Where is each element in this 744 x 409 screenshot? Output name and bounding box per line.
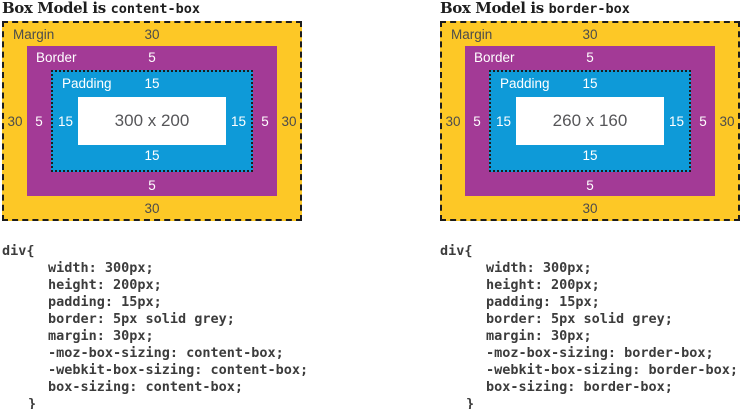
padding-ring: Padding 15 15 15 15 260 x 160 [489, 70, 691, 172]
padding-left-value: 15 [495, 113, 512, 129]
margin-top-value: 30 [144, 27, 160, 42]
padding-top-value: 15 [582, 76, 598, 91]
margin-top-value: 30 [582, 27, 598, 42]
content-size-label: 260 x 160 [552, 111, 628, 130]
code-line: height: 200px; [48, 277, 162, 293]
margin-left-value: 30 [445, 113, 461, 129]
border-left-value: 5 [35, 113, 43, 129]
panel-title: Box Model is content-box [2, 0, 308, 17]
border-ring: Border 5 5 5 5 Padding 15 15 15 15 300 x… [27, 46, 277, 196]
code-line: div{ [440, 243, 473, 259]
content-box: 260 x 160 [516, 97, 664, 145]
padding-left-value: 15 [57, 113, 74, 129]
code-line: padding: 15px; [486, 294, 600, 310]
border-top-value: 5 [148, 50, 156, 65]
css-code-block: div{ width: 300px; height: 200px; paddin… [2, 243, 308, 409]
padding-label: Padding [62, 76, 112, 91]
code-line: border: 5px solid grey; [486, 311, 673, 327]
code-line: box-sizing: border-box; [486, 379, 673, 395]
panel-title-prefix: Box Model is [440, 0, 549, 17]
margin-right-value: 30 [281, 113, 297, 129]
code-line: -moz-box-sizing: border-box; [486, 345, 714, 361]
margin-label: Margin [451, 27, 493, 42]
margin-ring: Margin 30 30 30 30 Border 5 5 5 5 Paddin… [2, 21, 302, 221]
panel-title: Box Model is border-box [440, 0, 740, 17]
code-line: } [466, 396, 475, 409]
padding-ring: Padding 15 15 15 15 300 x 200 [51, 70, 253, 172]
padding-right-value: 15 [668, 113, 685, 129]
padding-label: Padding [500, 76, 550, 91]
border-box-panel: Box Model is border-box Margin 30 30 30 … [440, 0, 740, 409]
border-right-value: 5 [261, 113, 269, 129]
border-label: Border [474, 50, 515, 65]
code-line: } [28, 396, 37, 409]
code-line: -webkit-box-sizing: border-box; [486, 362, 738, 378]
code-line: padding: 15px; [48, 294, 162, 310]
padding-bottom-value: 15 [582, 148, 598, 163]
code-line: box-sizing: content-box; [48, 379, 244, 395]
panel-title-keyword: content-box [110, 1, 200, 17]
code-line: border: 5px solid grey; [48, 311, 235, 327]
code-line: width: 300px; [48, 260, 154, 276]
content-box-panel: Box Model is content-box Margin 30 30 30… [2, 0, 308, 409]
border-top-value: 5 [586, 50, 594, 65]
code-line: margin: 30px; [486, 328, 592, 344]
margin-left-value: 30 [7, 113, 23, 129]
panel-title-keyword: border-box [548, 1, 630, 17]
padding-top-value: 15 [144, 76, 160, 91]
padding-right-value: 15 [230, 113, 247, 129]
margin-right-value: 30 [719, 113, 735, 129]
code-line: -moz-box-sizing: content-box; [48, 345, 284, 361]
border-bottom-value: 5 [586, 178, 594, 193]
margin-bottom-value: 30 [144, 201, 160, 216]
code-line: margin: 30px; [48, 328, 154, 344]
content-size-label: 300 x 200 [114, 111, 190, 130]
panel-title-prefix: Box Model is [2, 0, 111, 17]
margin-label: Margin [13, 27, 55, 42]
code-line: div{ [2, 243, 35, 259]
border-bottom-value: 5 [148, 178, 156, 193]
border-label: Border [36, 50, 77, 65]
margin-bottom-value: 30 [582, 201, 598, 216]
code-line: width: 300px; [486, 260, 592, 276]
css-code-block: div{ width: 300px; height: 200px; paddin… [440, 243, 740, 409]
margin-ring: Margin 30 30 30 30 Border 5 5 5 5 Paddin… [440, 21, 740, 221]
border-right-value: 5 [699, 113, 707, 129]
border-ring: Border 5 5 5 5 Padding 15 15 15 15 260 x… [465, 46, 715, 196]
content-box: 300 x 200 [78, 97, 226, 145]
padding-bottom-value: 15 [144, 148, 160, 163]
border-left-value: 5 [473, 113, 481, 129]
code-line: height: 200px; [486, 277, 600, 293]
code-line: -webkit-box-sizing: content-box; [48, 362, 309, 378]
